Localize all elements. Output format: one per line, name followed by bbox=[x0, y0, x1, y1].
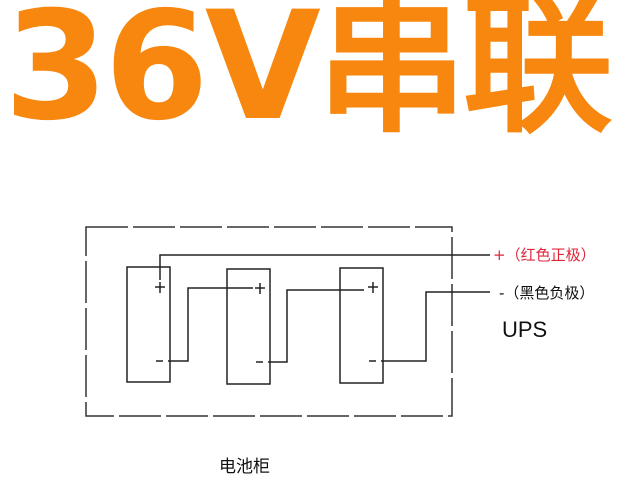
battery-cabinet-label: 电池柜 bbox=[219, 457, 270, 477]
page-title: 36V串联 bbox=[4, 0, 613, 154]
terminal-symbols bbox=[155, 282, 378, 363]
ups-label: UPS bbox=[502, 317, 548, 342]
battery-2 bbox=[226, 268, 271, 385]
battery-3 bbox=[339, 267, 384, 384]
wires bbox=[159, 254, 490, 363]
positive-terminal-label: +（红色正极） bbox=[493, 246, 596, 264]
battery-cabinet-boundary bbox=[85, 226, 453, 417]
battery-1 bbox=[126, 266, 171, 383]
negative-terminal-label: -（黑色负极） bbox=[499, 284, 595, 302]
